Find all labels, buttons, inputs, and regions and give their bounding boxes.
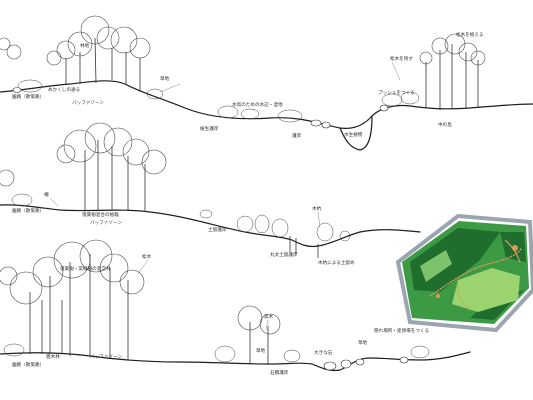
upper-label-nostalgic-path: めかくしの通る bbox=[48, 86, 80, 93]
lower-ground-line bbox=[0, 351, 471, 372]
lower-label-grass2: 草地 bbox=[358, 339, 368, 346]
lower-label-big-stone: 大きな石 bbox=[314, 349, 333, 356]
upper-label-revetment: 護岸 bbox=[292, 132, 302, 139]
middle-label-stake-stop: 木杭による土留め bbox=[318, 259, 355, 266]
lower-tree-group bbox=[0, 239, 281, 364]
middle-label-log-revetment: 丸太土留護岸 bbox=[270, 251, 298, 258]
upper-label-pine-plant: 松木を植える bbox=[456, 31, 483, 38]
lower-label-biotope: 隠れ場所・産卵場をつくる bbox=[374, 327, 429, 334]
middle-label-shore: 土留護岸 bbox=[208, 226, 227, 233]
lower-label-pine: 松木 bbox=[142, 253, 152, 260]
middle-shrubs bbox=[11, 193, 351, 242]
upper-label-bush: ブッシュをつくる bbox=[378, 89, 415, 96]
upper-label-emergent: 水生植物 bbox=[344, 131, 363, 138]
section-upper: 林地 草地 園路（散策路） めかくしの通る バッファゾーン 水鳥のための水辺・湿… bbox=[0, 15, 533, 151]
site-plan-path bbox=[429, 247, 523, 297]
upper-label-island: 中の島 bbox=[438, 121, 452, 128]
lower-label-buffer: バッファゾーン bbox=[90, 354, 122, 360]
middle-label-native: 落葉樹混合の植栽 bbox=[82, 211, 119, 218]
section-lower: 落葉樹・常緑樹の混交林 松木 雑木林 バッファゾーン 園路（散策路） 草地 高木… bbox=[0, 239, 471, 376]
middle-label-stone: 木杭 bbox=[312, 205, 322, 212]
site-plan-border bbox=[395, 213, 533, 333]
lower-rocks bbox=[323, 356, 409, 371]
upper-label-pine-leave: 松木を残す bbox=[390, 55, 413, 62]
upper-label-water-plants: 水鳥のための水辺・湿地 bbox=[232, 101, 283, 108]
lower-label-miscellaneous: 雑木林 bbox=[46, 353, 60, 360]
middle-stakes bbox=[289, 236, 319, 258]
middle-ground-line bbox=[0, 204, 421, 248]
lower-label-deciduous: 落葉樹・常緑樹の混交林 bbox=[60, 265, 111, 272]
site-plan-map bbox=[395, 213, 533, 333]
section-middle: 柵 園路（散策路） 落葉樹混合の植栽 バッファゾーン 木杭 土留護岸 丸太土留護… bbox=[0, 122, 421, 266]
upper-channel bbox=[339, 115, 373, 151]
lower-label-grass: 草地 bbox=[256, 347, 266, 354]
upper-rocks bbox=[12, 87, 389, 129]
upper-label-grass: 草地 bbox=[160, 75, 170, 82]
lower-label-path: 園路（散策路） bbox=[12, 361, 44, 368]
lower-shrubs bbox=[3, 343, 430, 363]
lower-label-revetment: 石積護岸 bbox=[270, 369, 289, 376]
upper-tree-group bbox=[0, 15, 151, 92]
middle-tree-group bbox=[0, 122, 167, 212]
upper-label-path: 園路（散策路） bbox=[12, 93, 44, 100]
middle-label-hedge: 柵 bbox=[44, 191, 49, 198]
upper-label-buffer: バッファゾーン bbox=[72, 100, 104, 106]
lower-label-tall-tree: 高木 bbox=[264, 313, 274, 320]
middle-label-path: 園路（散策路） bbox=[12, 207, 44, 214]
middle-label-buffer: バッファゾーン bbox=[90, 220, 122, 226]
upper-shrubs bbox=[17, 79, 420, 123]
upper-right-tree-group bbox=[419, 33, 486, 110]
upper-ground-line bbox=[0, 80, 533, 129]
site-plan-lawn bbox=[452, 268, 520, 312]
upper-label-plant-revetment: 植生護岸 bbox=[200, 125, 219, 132]
upper-label-forest: 林地 bbox=[80, 42, 90, 49]
